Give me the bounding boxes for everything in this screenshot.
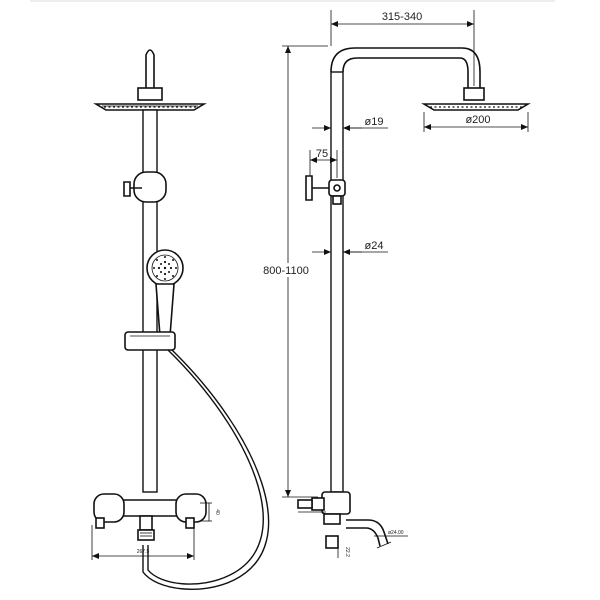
side-mixer-body (297, 491, 351, 525)
dim-spout-reach: ø24.00 (388, 530, 404, 536)
front-diverter-valve (123, 171, 167, 203)
right-inlet (185, 517, 195, 529)
dim-side-depth: 40 (214, 509, 220, 515)
spout-bottom (346, 527, 381, 547)
front-width-dimension: 267.5 (91, 525, 195, 560)
front-shower-arm-top (145, 49, 155, 100)
arm-reach-dimension: 315-340 (330, 10, 475, 86)
bottom-outlet (139, 515, 153, 531)
dim-head-diameter: ø200 (465, 114, 490, 126)
head-diameter-dimension: ø200 (423, 112, 529, 132)
valve-offset-dimension: 75 (309, 148, 338, 178)
left-handle (93, 493, 125, 523)
side-wall-connector (297, 499, 313, 509)
dim-upper-pipe: ø19 (365, 116, 384, 128)
side-rain-shower-head (421, 87, 531, 111)
front-rain-shower-head (93, 87, 207, 111)
side-bath-spout (325, 519, 392, 549)
front-shower-hose (142, 349, 270, 590)
front-view: 40 267.5 (91, 49, 270, 590)
front-riser-pipe (142, 109, 158, 493)
lower-pipe-diameter-dimension: ø24 (312, 240, 388, 255)
front-slide-holder (124, 331, 176, 351)
dim-spout-height: 22.2 (344, 547, 350, 557)
dim-lower-pipe: ø24 (365, 240, 384, 252)
side-arm-outer (330, 47, 481, 92)
side-riser-pipe (330, 71, 344, 493)
left-inlet (95, 517, 105, 529)
side-arm-inner (342, 57, 469, 92)
dim-height-range: 800-1100 (263, 265, 309, 277)
spout-dimensions: ø24.00 22.2 (337, 530, 408, 558)
dim-arm-reach: 315-340 (382, 11, 422, 23)
spout-lower-nut (325, 535, 339, 549)
side-diverter-valve (305, 175, 346, 205)
spout-top (346, 519, 389, 545)
side-view: ø200 315-340 ø19 75 (252, 10, 531, 558)
outlet-nut (137, 529, 155, 541)
front-mixer-bar (93, 493, 207, 541)
front-depth-dimension: 40 (200, 502, 220, 522)
hand-shower-handle (155, 283, 175, 337)
dim-valve-offset: 75 (316, 148, 328, 160)
dim-center-width: 267.5 (137, 549, 150, 555)
upper-pipe-diameter-dimension: ø19 (312, 116, 388, 131)
height-dimension: 800-1100 (252, 45, 328, 498)
